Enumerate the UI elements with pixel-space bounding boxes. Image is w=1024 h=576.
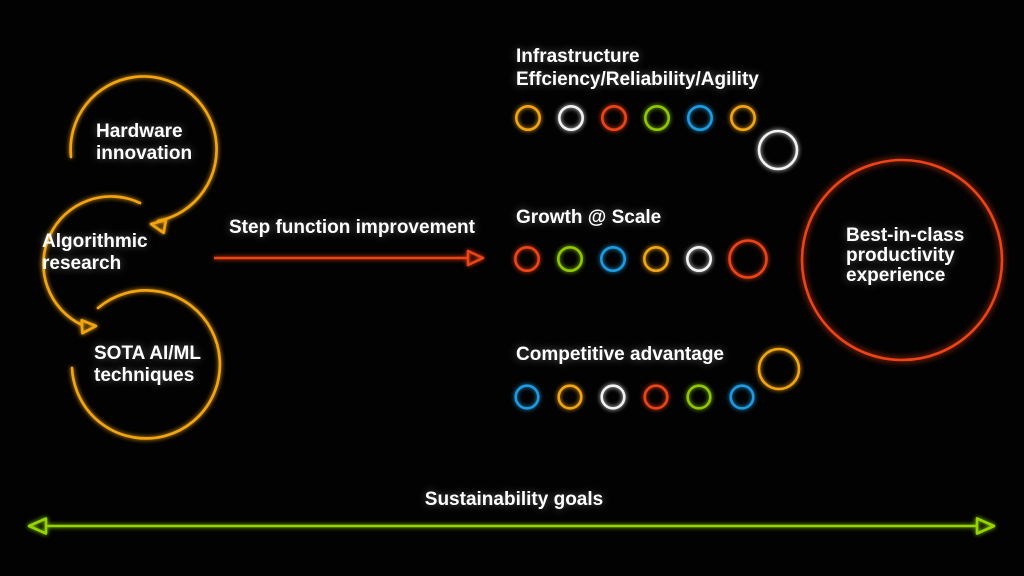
outcome-circle-white [685, 246, 712, 273]
outcome-circle-blue [729, 384, 755, 410]
outcome-circle-gold [757, 347, 801, 391]
outcome-circle-blue [514, 384, 540, 410]
outcome-row-1-circles [514, 105, 799, 171]
outcome-circle-red [600, 105, 627, 132]
outcome-circle-blue [686, 105, 713, 132]
outcome-circle-red [513, 246, 540, 273]
outcome-circle-red [728, 239, 768, 279]
outcome-circle-gold [729, 105, 756, 132]
result-circle [800, 158, 1004, 362]
outcome-circle-blue [599, 246, 626, 273]
outcome-circle-white [757, 129, 799, 171]
cycle-arc-sota [70, 289, 222, 440]
result-circle-label: Best-in-class productivity experience [846, 225, 965, 286]
outcome-circle-gold [642, 246, 669, 273]
step-arrowhead-icon [466, 249, 485, 267]
outcome-circle-gold [557, 384, 583, 410]
sustainability-label: Sustainability goals [424, 489, 604, 510]
outcome-circle-green [686, 384, 712, 410]
sustainability-arrowhead-right-icon [975, 517, 996, 535]
cycle-arrowhead-1-icon [149, 218, 168, 235]
outcome-row-3-label: Competitive advantage [516, 344, 724, 365]
cycle-label-hardware: Hardware innovation [96, 121, 193, 164]
cycle-arc-algorithmic [42, 195, 142, 327]
outcome-row-2-circles [513, 239, 768, 279]
outcome-row-1-label: Infrastructure Effciency/Reliability/Agi… [516, 46, 759, 90]
sustainability-arrowhead-left-icon [27, 517, 48, 535]
outcome-circle-red [643, 384, 669, 410]
outcome-circle-green [643, 105, 670, 132]
outcome-row-3-circles [514, 347, 801, 410]
outcome-circle-gold [514, 105, 541, 132]
cycle-arc-hardware [69, 75, 218, 223]
cycle-arrowhead-2-icon [80, 318, 98, 335]
cycle-label-algorithmic: Algorithmic research [42, 231, 148, 274]
step-arrow-label: Step function improvement [229, 217, 475, 238]
outcome-circle-green [556, 246, 583, 273]
outcome-row-2-label: Growth @ Scale [516, 207, 662, 228]
outcome-circle-white [600, 384, 626, 410]
outcome-circle-white [557, 105, 584, 132]
cycle-label-sota: SOTA AI/ML techniques [94, 343, 201, 386]
